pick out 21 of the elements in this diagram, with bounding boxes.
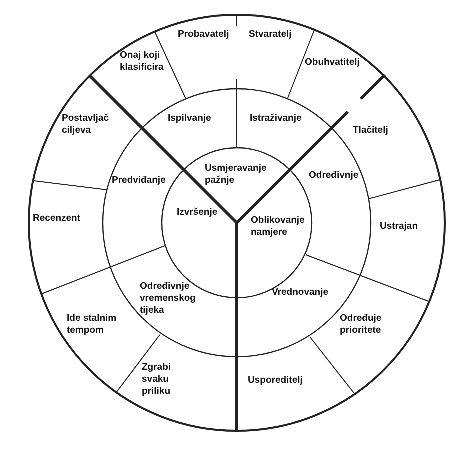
segment-label: Recenzent (33, 213, 103, 225)
segment-label: Probavatelj (178, 29, 238, 41)
segment-label: Vrednovanje (272, 287, 342, 299)
segment-label: Ide stalnim tempom (67, 313, 137, 337)
segment-label: Obuhvatitelj (305, 57, 375, 69)
segment-label: Ustrajan (380, 221, 440, 233)
segment-label: Zgrabi svaku priliku (142, 362, 192, 398)
segment-label: Onaj koji klasificira (120, 50, 180, 74)
segment-label: Određivnje (309, 170, 379, 182)
segment-label: Tlačitelj (353, 125, 413, 137)
segment-label: Oblikovanje namjere (251, 215, 321, 239)
segment-label: Određivnje vremenskog tijeka (140, 281, 215, 317)
segment-label: Određuje prioritete (340, 313, 410, 337)
segment-label: Usmjeravanje pažnje (205, 163, 275, 187)
segment-label: Izvršenje (177, 207, 237, 219)
segment-label: Predviđanje (112, 175, 182, 187)
segment-label: Usporeditelj (248, 375, 318, 387)
segment-label: Stvaratelj (249, 29, 309, 41)
segment-label: Istraživanje (250, 113, 320, 125)
segment-label: Postavljač ciljeva (62, 113, 122, 137)
segment-label: Ispilvanje (168, 113, 228, 125)
